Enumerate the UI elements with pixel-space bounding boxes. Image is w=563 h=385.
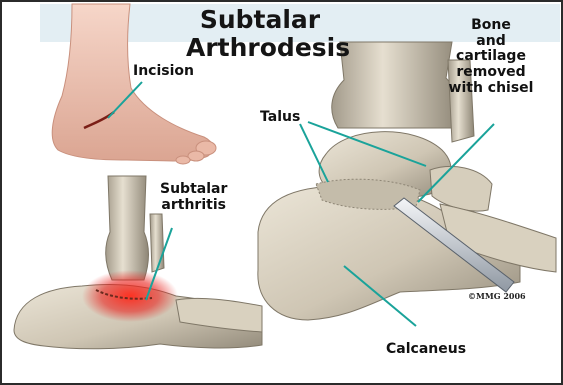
page-title: Subtalar Arthrodesis bbox=[186, 6, 334, 62]
label-bone-removed-line-4: removed bbox=[432, 65, 550, 81]
tibia-left bbox=[106, 176, 149, 280]
label-bone-cartilage-removed: Bone and cartilage removed with chisel bbox=[432, 18, 550, 96]
talus-leader-1 bbox=[300, 124, 328, 182]
inflamed-area bbox=[82, 270, 178, 322]
fibula-left bbox=[150, 214, 164, 272]
label-subtalar-arthritis: Subtalar arthritis bbox=[160, 182, 227, 213]
label-incision: Incision bbox=[133, 64, 194, 80]
label-bone-removed-line-3: cartilage bbox=[432, 49, 550, 65]
label-subtalar-arthritis-line-2: arthritis bbox=[160, 198, 227, 214]
label-bone-removed-line-5: with chisel bbox=[432, 81, 550, 97]
label-bone-removed-line-2: and bbox=[432, 34, 550, 50]
toe-3 bbox=[176, 156, 190, 164]
label-calcaneus: Calcaneus bbox=[386, 342, 466, 358]
navicular-right bbox=[430, 166, 492, 211]
copyright-credit: ©MMG 2006 bbox=[468, 292, 526, 300]
label-subtalar-arthritis-line-1: Subtalar bbox=[160, 182, 227, 198]
label-bone-removed-line-1: Bone bbox=[432, 18, 550, 34]
label-talus: Talus bbox=[260, 110, 300, 126]
title-line-2: Arthrodesis bbox=[186, 34, 334, 62]
title-line-1: Subtalar bbox=[186, 6, 334, 34]
